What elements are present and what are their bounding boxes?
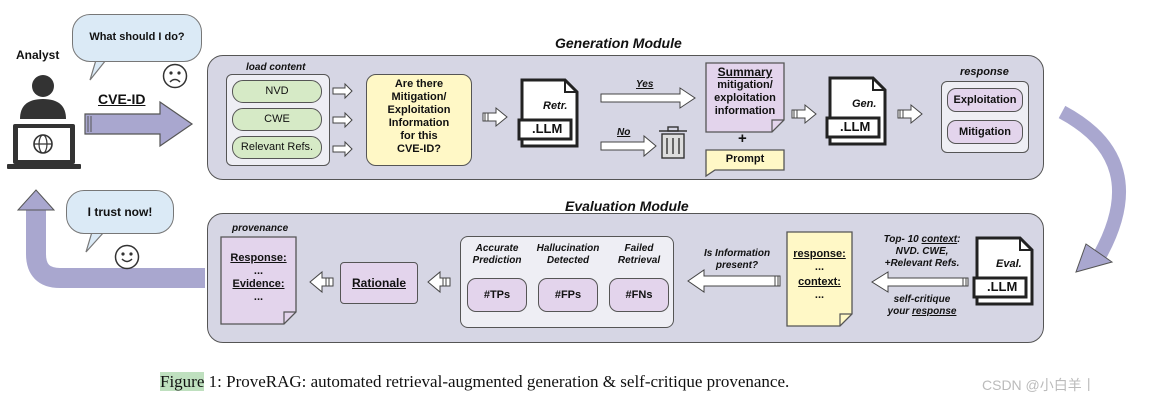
info-question: Is Information present? xyxy=(696,248,778,272)
evaluation-to-analyst-arrow xyxy=(26,205,205,288)
eval-note-text: response: ... context: ... xyxy=(787,248,852,302)
metric-tp-heading-2: Prediction xyxy=(472,255,522,266)
no-label: No xyxy=(617,127,631,138)
prompt-label: Prompt xyxy=(725,153,765,165)
self-critique-line-2: your response xyxy=(887,306,957,317)
question-bubble-text: What should I do? xyxy=(89,31,185,43)
metric-fp-value: #FPs xyxy=(538,278,598,312)
metric-fn-heading: Failed Retrieval xyxy=(604,243,674,267)
metric-fp-heading-1: Hallucination xyxy=(536,243,600,254)
metric-fn-value: #FNs xyxy=(609,278,669,312)
provenance-response: Response: xyxy=(230,252,287,264)
caption-figure-word: Figure xyxy=(160,372,205,391)
top-context-text: Top- 10 context: NVD. CWE, +Relevant Ref… xyxy=(876,234,968,270)
response-label: response xyxy=(960,66,1009,78)
source-cwe: CWE xyxy=(232,108,322,131)
retr-llm-doc-icon xyxy=(517,78,579,148)
question-line-2: Mitigation/ xyxy=(391,91,447,103)
analyst-figure xyxy=(7,75,81,169)
summary-text: Summary mitigation/ exploitation informa… xyxy=(706,66,784,118)
gen-llm-doc-icon xyxy=(825,76,887,146)
prompt-note-shape xyxy=(705,149,785,178)
eval-note-dots-1: ... xyxy=(814,261,825,273)
eval-llm-doc-icon xyxy=(972,236,1034,306)
info-question-2: present? xyxy=(715,260,759,271)
provenance-dots-2: ... xyxy=(253,291,264,303)
caption-rest: 1: ProveRAG: automated retrieval-augment… xyxy=(204,372,790,391)
eval-note-response: response: xyxy=(793,248,846,260)
question-line-3: Exploitation xyxy=(387,104,451,116)
watermark: CSDN @小白羊丨 xyxy=(982,377,1096,393)
summary-line-1: mitigation/ xyxy=(717,79,773,91)
eval-note-shape xyxy=(786,231,853,327)
top-context-line-2: NVD. CWE, xyxy=(895,246,949,257)
source-nvd: NVD xyxy=(232,80,322,103)
generation-title: Generation Module xyxy=(555,35,682,51)
metric-tp-heading: Accurate Prediction xyxy=(462,243,532,267)
self-critique-line-1: self-critique xyxy=(893,294,951,305)
metric-tp-value: #TPs xyxy=(467,278,527,312)
smile-face-icon xyxy=(114,244,140,270)
eval-llm-tag: Eval. xyxy=(996,258,1022,270)
metric-fn-heading-1: Failed xyxy=(624,243,654,254)
figure-caption: Figure 1: ProveRAG: automated retrieval-… xyxy=(160,372,789,392)
provenance-text: Response: ... Evidence: ... xyxy=(221,252,296,304)
metric-tp-heading-1: Accurate xyxy=(475,243,519,254)
retr-llm-tag: Retr. xyxy=(543,100,568,112)
trust-bubble-text: I trust now! xyxy=(87,205,153,219)
eval-note-dots-2: ... xyxy=(814,289,825,301)
summary-line-3: information xyxy=(714,105,776,117)
provenance-evidence: Evidence: xyxy=(232,278,285,290)
question-line-4: Information xyxy=(388,117,450,129)
question-line-5: for this xyxy=(400,130,438,142)
summary-title: Summary xyxy=(717,65,773,79)
response-exploitation: Exploitation xyxy=(947,88,1023,112)
metric-fp-heading-2: Detected xyxy=(546,255,590,266)
evaluation-title: Evaluation Module xyxy=(565,198,689,214)
load-content-label: load content xyxy=(246,62,306,73)
response-mitigation: Mitigation xyxy=(947,120,1023,144)
eval-note-context: context: xyxy=(798,276,841,288)
question-line-6: CVE-ID? xyxy=(397,143,441,155)
analyst-to-generation-arrow xyxy=(84,100,194,148)
question-line-1: Are there xyxy=(394,78,444,90)
eval-llm-name: .LLM xyxy=(987,279,1018,294)
trust-bubble: I trust now! xyxy=(66,190,174,234)
question-box: Are there Mitigation/ Exploitation Infor… xyxy=(366,74,472,166)
rationale-box: Rationale xyxy=(340,262,418,304)
top-context-line-1: Top- 10 context: xyxy=(883,234,961,245)
cve-id-label: CVE-ID xyxy=(98,91,146,107)
retr-llm-name: .LLM xyxy=(532,121,563,136)
sad-face-icon xyxy=(162,63,188,89)
metric-fp-heading: Hallucination Detected xyxy=(533,243,603,267)
self-critique-text: self-critique your response xyxy=(880,294,964,318)
trash-icon xyxy=(659,126,687,159)
gen-llm-name: .LLM xyxy=(840,119,871,134)
generation-to-evaluation-curve xyxy=(1058,105,1127,259)
yes-label: Yes xyxy=(636,79,654,90)
summary-line-2: exploitation xyxy=(714,92,776,104)
metric-fn-heading-2: Retrieval xyxy=(617,255,661,266)
provenance-label: provenance xyxy=(232,223,289,234)
info-question-1: Is Information xyxy=(703,248,771,259)
summary-note-shape xyxy=(705,62,785,133)
plus-sign: + xyxy=(738,130,747,147)
provenance-note-shape xyxy=(220,236,297,325)
top-context-line-3: +Relevant Refs. xyxy=(884,258,960,269)
question-bubble: What should I do? xyxy=(72,14,202,62)
analyst-label: Analyst xyxy=(16,48,60,62)
gen-llm-tag: Gen. xyxy=(852,98,877,110)
provenance-dots-1: ... xyxy=(253,265,264,277)
source-relevant-refs: Relevant Refs. xyxy=(232,136,322,159)
